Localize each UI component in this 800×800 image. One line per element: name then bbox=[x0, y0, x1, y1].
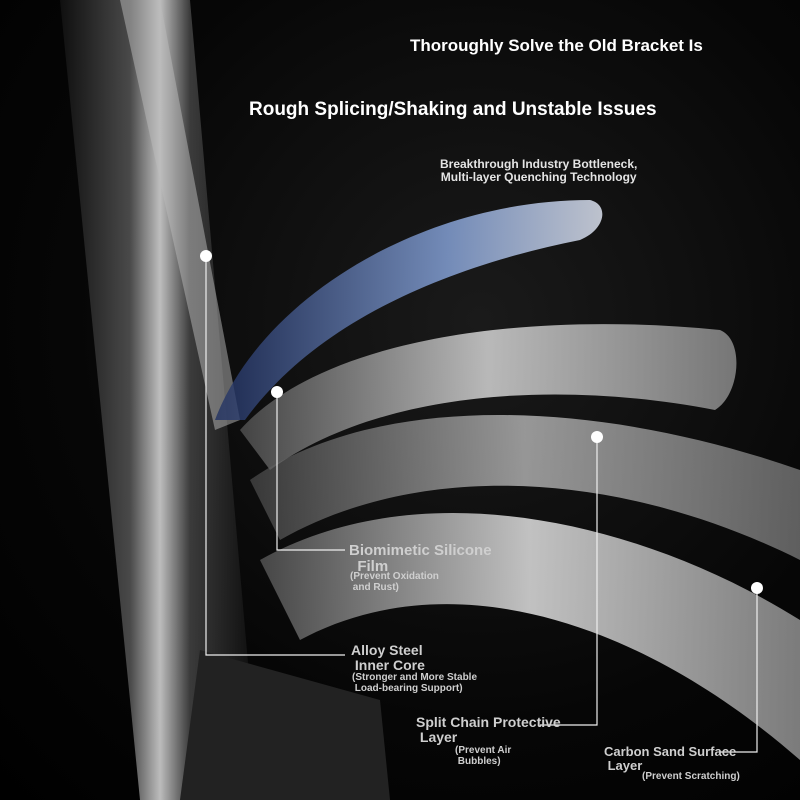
callout-note: (Prevent Scratching) bbox=[642, 771, 740, 782]
tagline: Breakthrough Industry Bottleneck, Multi-… bbox=[440, 157, 638, 184]
base-block bbox=[180, 650, 390, 800]
silicone-film-layer bbox=[215, 200, 603, 420]
callout-dot bbox=[200, 250, 212, 262]
callout-title: Biomimetic Silicone Film bbox=[349, 542, 492, 575]
callout-note: (Prevent Oxidation and Rust) bbox=[350, 571, 439, 593]
callout-note: (Stronger and More Stable Load-bearing S… bbox=[352, 672, 478, 694]
callout-note: (Prevent Air Bubbles) bbox=[455, 745, 512, 767]
callout-title: Split Chain Protective Layer bbox=[416, 714, 561, 745]
headline: Thoroughly Solve the Old Bracket Is bbox=[410, 36, 703, 55]
perforated-layer bbox=[250, 415, 800, 560]
callout-lines bbox=[205, 256, 758, 753]
callout-title: Carbon Sand Surface Layer bbox=[604, 744, 737, 773]
tube-highlight bbox=[120, 0, 240, 430]
callout-dot bbox=[591, 431, 603, 443]
vertical-tube bbox=[60, 0, 260, 800]
callout-title: Alloy Steel Inner Core bbox=[351, 642, 425, 673]
steel-layer bbox=[240, 324, 737, 470]
callout-dot bbox=[271, 386, 283, 398]
subheadline: Rough Splicing/Shaking and Unstable Issu… bbox=[249, 99, 657, 120]
core-arc bbox=[260, 513, 800, 760]
callout-dot bbox=[751, 582, 763, 594]
